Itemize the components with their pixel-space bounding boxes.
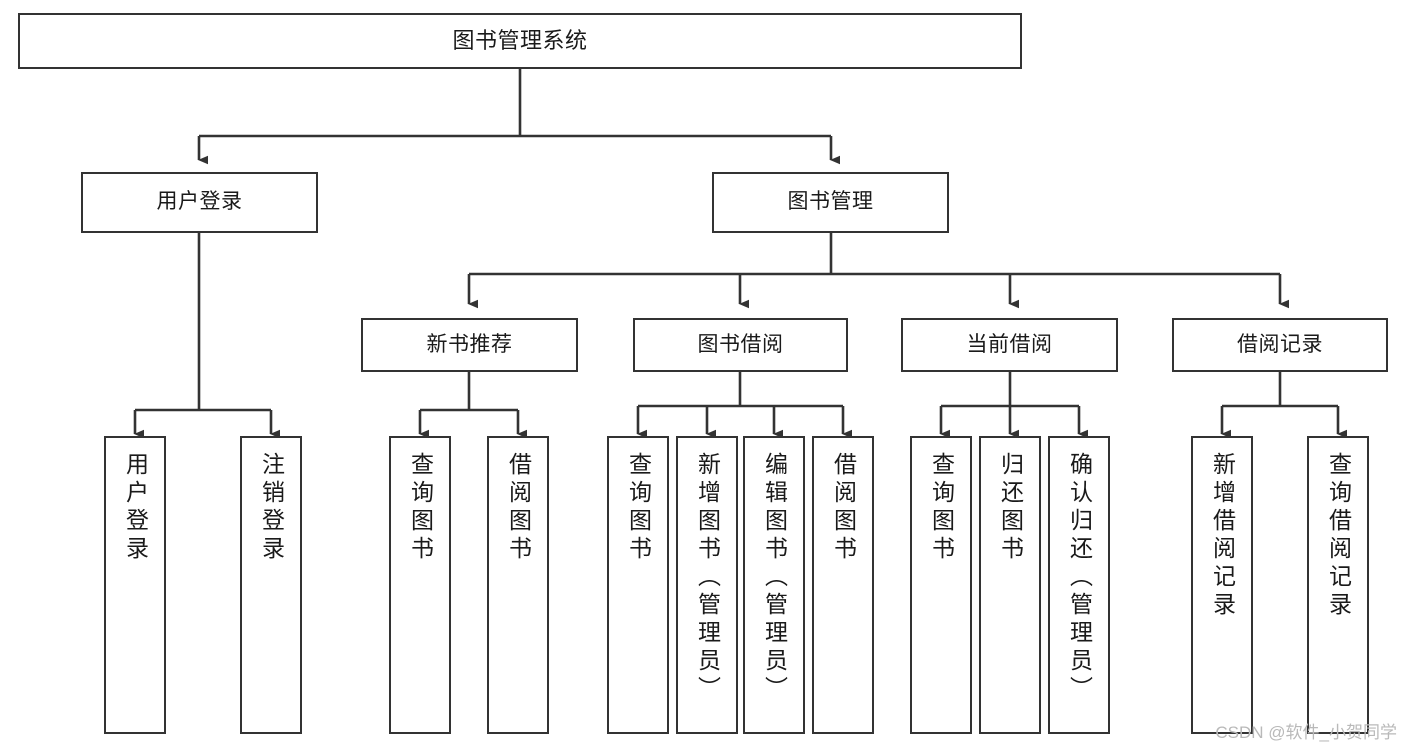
node-leaf-user-login[interactable]: 用户登录 [104, 436, 166, 734]
node-root-book-management-system[interactable]: 图书管理系统 [18, 13, 1022, 69]
node-new-book-recommendation[interactable]: 新书推荐 [361, 318, 578, 372]
node-leaf-return-book[interactable]: 归还图书 [979, 436, 1041, 734]
node-label: 注销登录 [258, 452, 285, 564]
node-leaf-query-borrowing-record[interactable]: 查询借阅记录 [1307, 436, 1369, 734]
node-label: 查询图书 [625, 452, 652, 564]
node-label: 查询图书 [928, 452, 955, 564]
node-leaf-add-borrowing-record[interactable]: 新增借阅记录 [1191, 436, 1253, 734]
node-label: 确认归还（管理员） [1066, 452, 1093, 704]
node-label: 查询图书 [407, 452, 434, 564]
node-leaf-query-book-current[interactable]: 查询图书 [910, 436, 972, 734]
node-label: 图书管理 [787, 190, 874, 214]
node-label: 图书借阅 [697, 332, 784, 356]
node-label: 查询借阅记录 [1325, 452, 1352, 620]
node-current-borrowing[interactable]: 当前借阅 [901, 318, 1118, 372]
node-leaf-logout[interactable]: 注销登录 [240, 436, 302, 734]
node-label: 借阅图书 [830, 452, 857, 564]
csdn-watermark: CSDN @软件_小贺同学 [1215, 723, 1397, 742]
node-leaf-query-book-recommendation[interactable]: 查询图书 [389, 436, 451, 734]
node-label: 编辑图书（管理员） [761, 452, 788, 704]
node-label: 用户登录 [122, 452, 149, 564]
node-leaf-confirm-return-admin[interactable]: 确认归还（管理员） [1048, 436, 1110, 734]
node-label: 图书管理系统 [452, 28, 588, 54]
node-leaf-add-book-admin[interactable]: 新增图书（管理员） [676, 436, 738, 734]
node-book-borrowing[interactable]: 图书借阅 [633, 318, 848, 372]
node-label: 归还图书 [997, 452, 1024, 564]
node-leaf-edit-book-admin[interactable]: 编辑图书（管理员） [743, 436, 805, 734]
node-user-login[interactable]: 用户登录 [81, 172, 318, 233]
node-leaf-borrow-book-recommendation[interactable]: 借阅图书 [487, 436, 549, 734]
node-label: 新书推荐 [426, 332, 513, 356]
node-label: 新增借阅记录 [1209, 452, 1236, 620]
node-label: 借阅记录 [1237, 332, 1323, 356]
node-label: 当前借阅 [966, 332, 1053, 356]
node-leaf-borrow-book-borrowing[interactable]: 借阅图书 [812, 436, 874, 734]
node-book-management[interactable]: 图书管理 [712, 172, 949, 233]
node-label: 借阅图书 [505, 452, 532, 564]
node-label: 用户登录 [156, 190, 243, 214]
node-label: 新增图书（管理员） [694, 452, 721, 704]
node-borrowing-record[interactable]: 借阅记录 [1172, 318, 1388, 372]
node-leaf-query-book-borrowing[interactable]: 查询图书 [607, 436, 669, 734]
